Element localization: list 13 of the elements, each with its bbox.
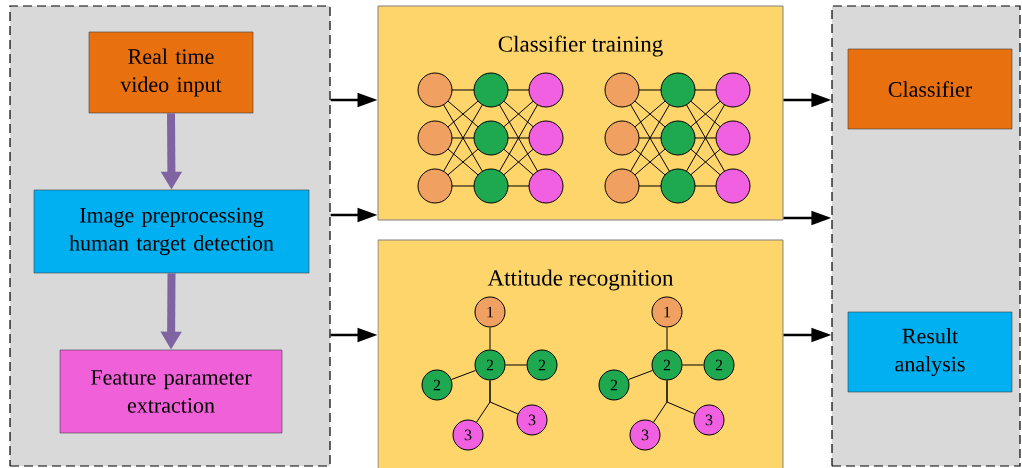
- connector-line: [682, 364, 704, 366]
- connector-line: [505, 364, 527, 366]
- connector-line: [489, 380, 519, 415]
- process-box: Classifier: [847, 48, 1013, 130]
- connector-line: [451, 369, 476, 380]
- process-box: Real time video input: [88, 31, 254, 114]
- connector-line: [628, 369, 653, 380]
- process-box: Feature parameter extraction: [59, 349, 283, 434]
- connector-line: [489, 327, 491, 350]
- connector-line: [666, 380, 696, 415]
- connector-line: [666, 327, 668, 350]
- process-box: Result analysis: [847, 311, 1013, 393]
- process-box: Image preprocessing human target detection: [33, 189, 310, 274]
